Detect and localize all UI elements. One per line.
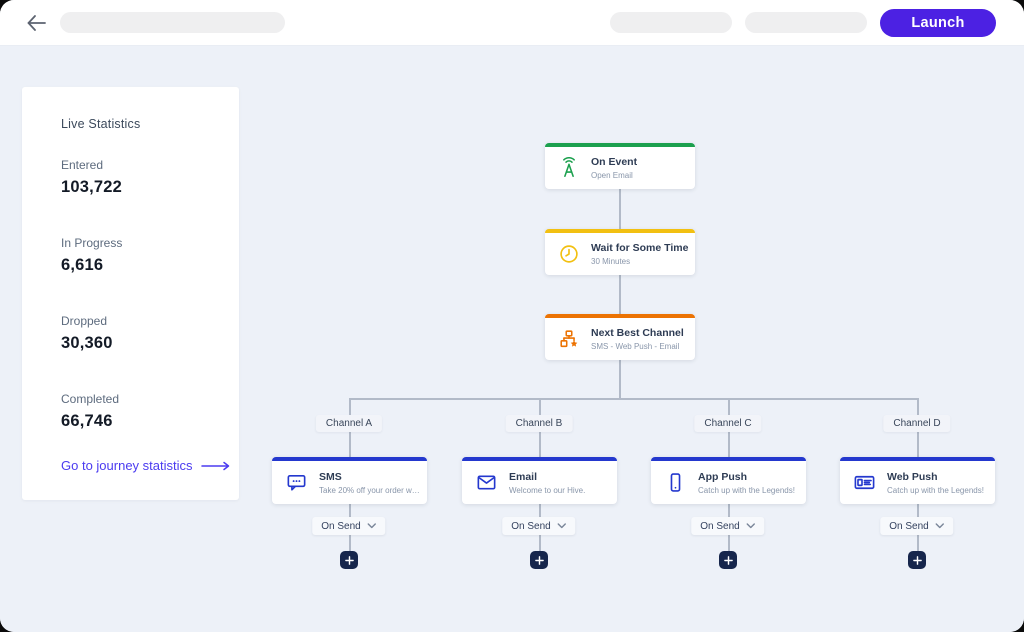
on-send-dropdown-channel-d[interactable]: On Send (880, 517, 954, 535)
node-email[interactable]: Email Welcome to our Hive. (462, 457, 617, 504)
chevron-down-icon (558, 523, 567, 529)
sitemap-star-icon (558, 328, 580, 350)
envelope-icon (475, 471, 498, 494)
broadcast-antenna-icon (558, 157, 580, 179)
branch-label-channel-c: Channel C (694, 415, 762, 432)
journey-statistics-link[interactable]: Go to journey statistics (61, 458, 231, 473)
node-subtitle: Welcome to our Hive. (509, 485, 586, 495)
plus-icon (344, 555, 354, 565)
node-subtitle: Take 20% off your order with code ... (319, 485, 421, 495)
stat-completed: Completed 66,746 (61, 392, 120, 430)
top-bar: Launch (0, 0, 1024, 46)
node-title: Wait for Some Time (591, 242, 689, 254)
arrow-right-icon (200, 461, 229, 470)
node-title: On Event (591, 156, 638, 168)
node-subtitle: Catch up with the Legends! (887, 485, 984, 495)
plus-icon (534, 555, 544, 565)
plus-icon (912, 555, 922, 565)
journey-title-placeholder (60, 12, 285, 33)
on-send-dropdown-channel-b[interactable]: On Send (502, 517, 576, 535)
node-title: Web Push (887, 470, 938, 483)
branch-label-channel-b: Channel B (505, 415, 573, 432)
node-web-push[interactable]: Web Push Catch up with the Legends! (840, 457, 995, 504)
chevron-down-icon (936, 523, 945, 529)
node-subtitle: SMS - Web Push - Email (591, 342, 680, 351)
connector (619, 360, 621, 398)
node-next-best-channel[interactable]: Next Best Channel SMS - Web Push - Email (545, 314, 695, 360)
node-app-push[interactable]: App Push Catch up with the Legends! (651, 457, 806, 504)
launch-button[interactable]: Launch (880, 8, 996, 37)
connector (619, 275, 621, 314)
chevron-down-icon (747, 523, 756, 529)
on-send-dropdown-channel-a[interactable]: On Send (312, 517, 386, 535)
add-step-button-channel-b[interactable] (530, 551, 548, 569)
back-button[interactable] (24, 11, 48, 35)
add-step-button-channel-a[interactable] (340, 551, 358, 569)
branch-label-channel-a: Channel A (315, 415, 383, 432)
web-push-icon (853, 471, 876, 494)
node-title: Email (509, 470, 538, 483)
node-subtitle: Catch up with the Legends! (698, 485, 795, 495)
node-title: App Push (698, 470, 747, 483)
stat-entered: Entered 103,722 (61, 158, 123, 196)
stat-dropped: Dropped 30,360 (61, 314, 113, 352)
smartphone-icon (664, 471, 687, 494)
node-on-event[interactable]: On Event Open Email (545, 143, 695, 189)
node-subtitle: 30 Minutes (591, 257, 631, 266)
topbar-placeholder-2 (745, 12, 867, 33)
add-step-button-channel-c[interactable] (719, 551, 737, 569)
plus-icon (723, 555, 733, 565)
node-subtitle: Open Email (591, 171, 633, 180)
node-title: Next Best Channel (591, 327, 684, 339)
journey-canvas[interactable]: Live Statistics Entered 103,722 In Progr… (0, 46, 1024, 632)
chevron-down-icon (368, 523, 377, 529)
node-wait-for-some-time[interactable]: Wait for Some Time 30 Minutes (545, 229, 695, 275)
connector (619, 189, 621, 229)
live-statistics-panel: Live Statistics Entered 103,722 In Progr… (22, 87, 239, 500)
sms-bubble-icon (285, 471, 308, 494)
branch-label-channel-d: Channel D (883, 415, 951, 432)
node-sms[interactable]: SMS Take 20% off your order with code ..… (272, 457, 427, 504)
add-step-button-channel-d[interactable] (908, 551, 926, 569)
stats-title: Live Statistics (61, 117, 141, 131)
stat-in-progress: In Progress 6,616 (61, 236, 123, 274)
branch-connector (349, 398, 918, 400)
clock-icon (558, 243, 580, 265)
topbar-placeholder-1 (610, 12, 732, 33)
arrow-left-icon (27, 14, 46, 31)
on-send-dropdown-channel-c[interactable]: On Send (691, 517, 765, 535)
node-title: SMS (319, 470, 342, 483)
